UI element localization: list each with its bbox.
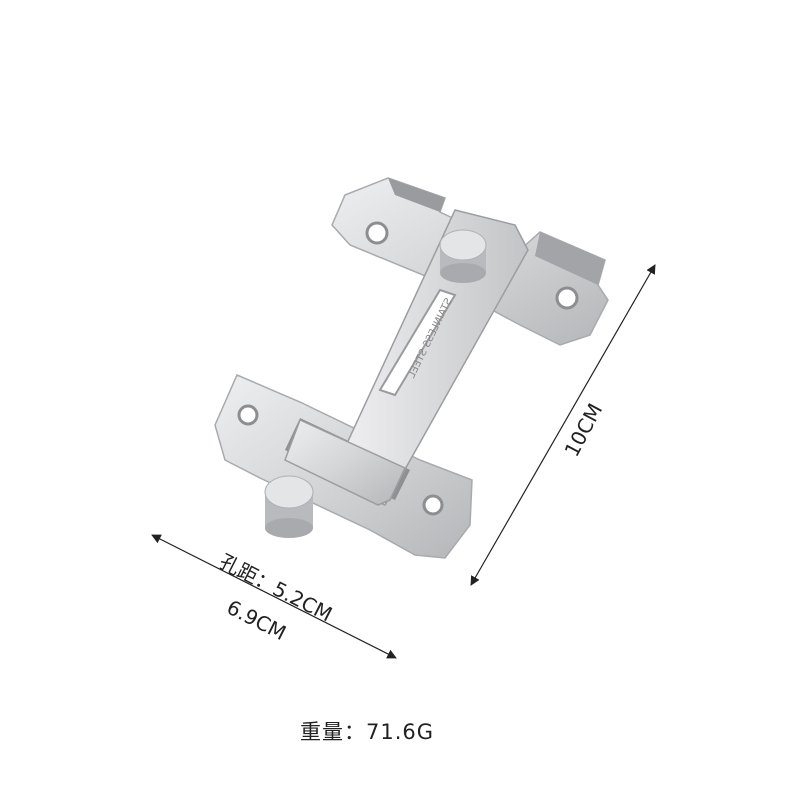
strap-slot: [378, 288, 457, 397]
strap-keeper: [284, 418, 407, 506]
screw-hole: [555, 286, 579, 310]
screw-hole: [237, 404, 259, 426]
weight-label: 重量：71.6G: [300, 720, 435, 744]
top-knob: [439, 229, 487, 283]
bottom-knob: [264, 475, 314, 538]
screw-hole: [365, 221, 389, 245]
height-dimension-line: [470, 264, 656, 586]
width-dimension-line: [151, 534, 397, 659]
screw-hole: [422, 494, 444, 516]
